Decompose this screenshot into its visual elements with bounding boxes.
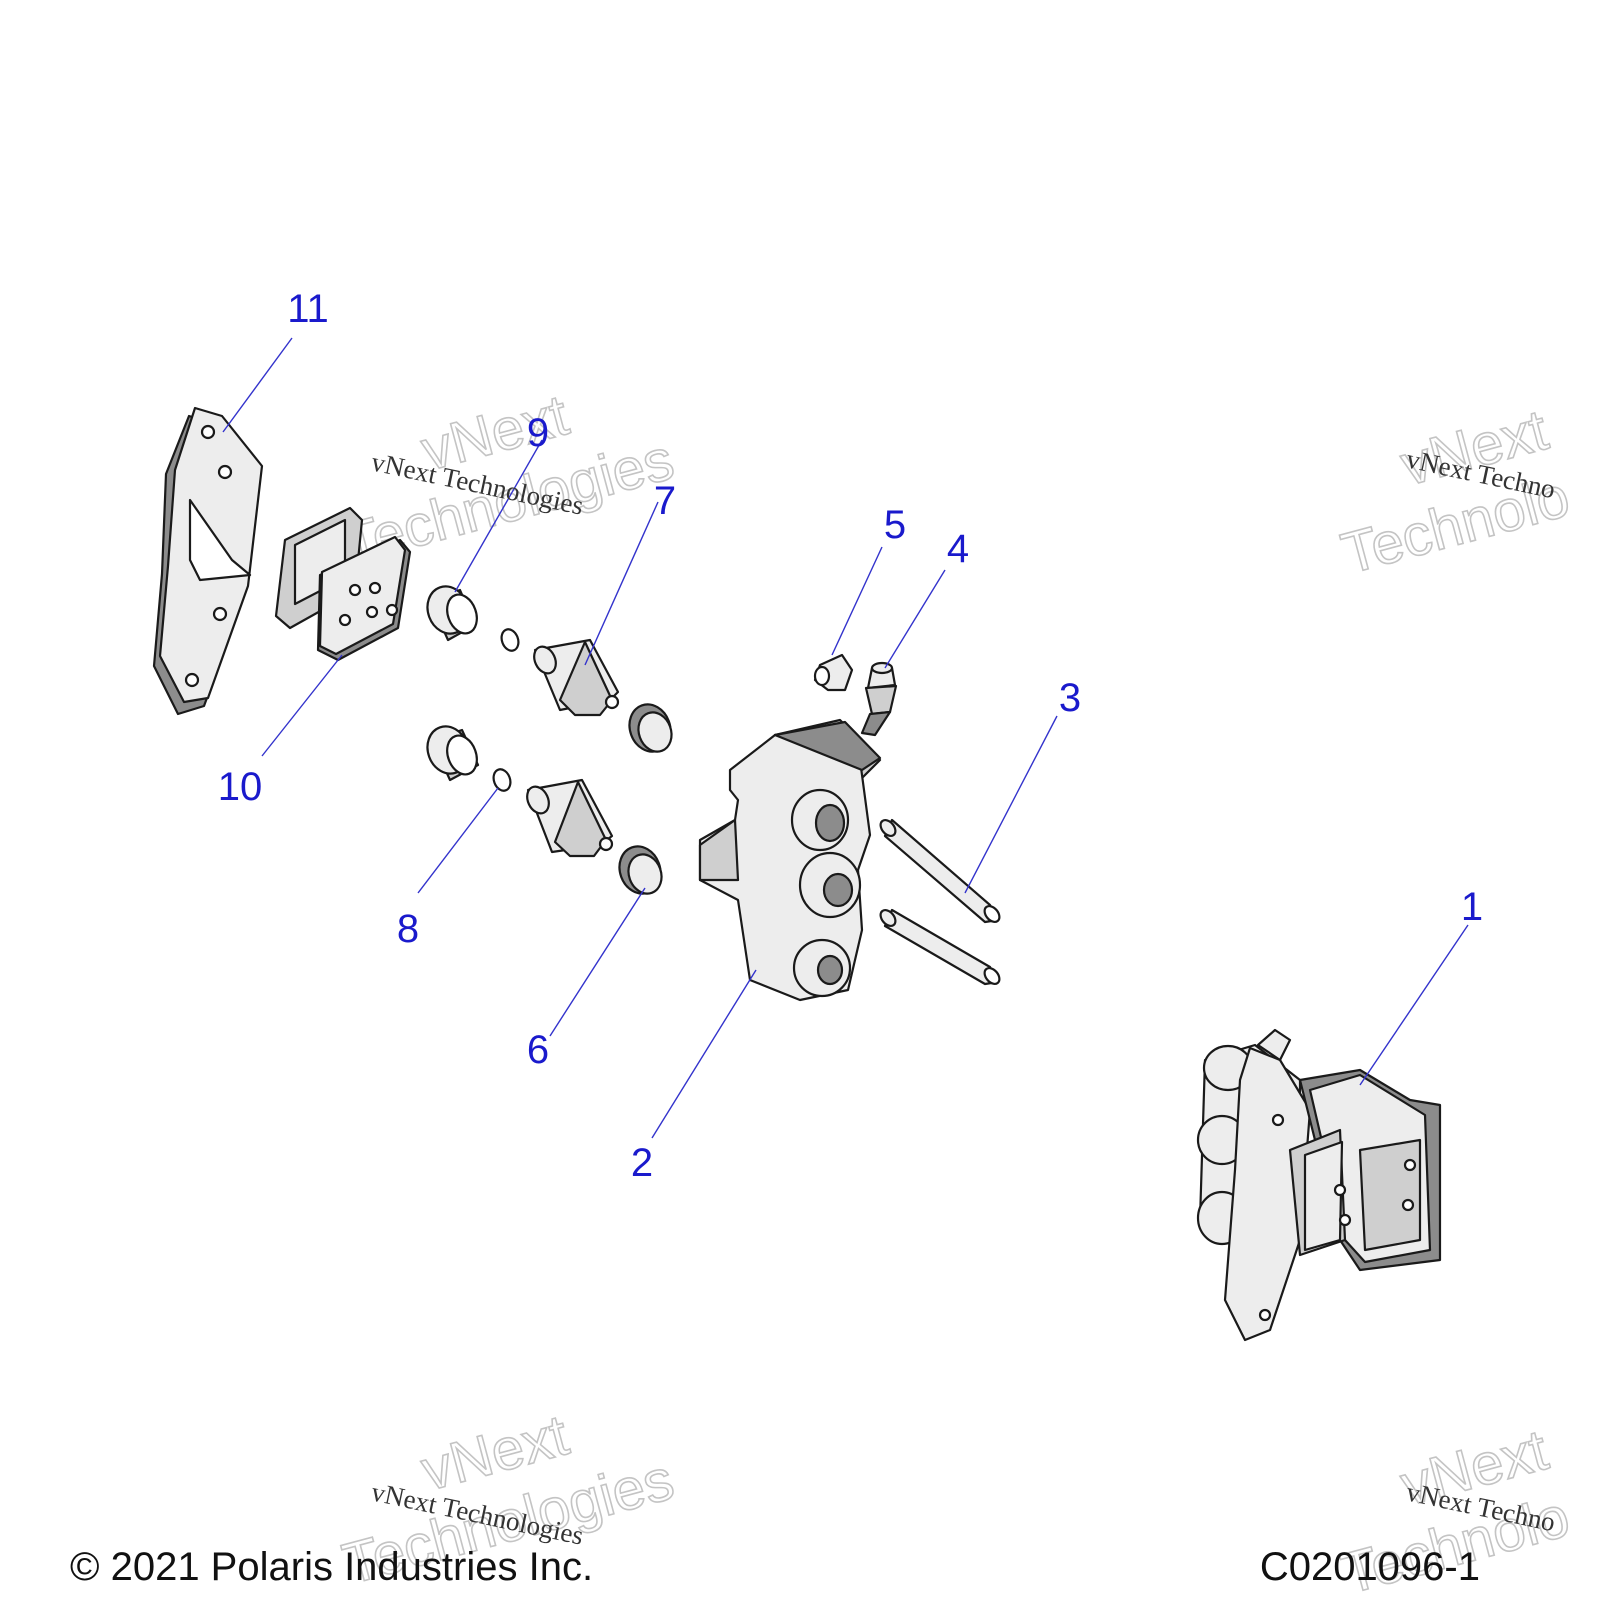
callout-9: 9 [527,411,549,455]
part-5-bleeder-cap [813,653,854,692]
callout-3: 3 [1059,676,1081,720]
callout-6: 6 [527,1028,549,1072]
leader-2 [651,969,757,1139]
part-9-sleeve-upper [426,585,478,642]
callout-2: 2 [631,1141,653,1185]
part-8-oring-lower [492,768,512,792]
part-10-brake-pads [274,506,412,662]
part-7-piston-upper [533,638,620,717]
leader-1 [1359,924,1469,1086]
callout-11: 11 [287,287,329,331]
part-4-bleeder-screw [860,661,898,737]
part-2-caliper-body [698,718,882,1002]
callout-8: 8 [397,907,419,951]
leader-5 [831,546,883,656]
part-piston-lower [526,778,614,858]
leader-7 [584,501,659,666]
callout-7: 7 [654,479,676,523]
part-3-slide-pin-lower [879,908,1001,986]
part-sleeve-lower [426,725,480,782]
copyright-notice: © 2021 Polaris Industries Inc. [70,1545,593,1589]
part-1-caliper-assembly [1196,1028,1442,1342]
callout-10: 10 [218,765,263,809]
part-oring-upper [500,628,520,652]
leader-4 [884,569,946,669]
leader-6 [549,887,646,1037]
drawing-number: C0201096-1 [1260,1545,1480,1589]
callout-5: 5 [884,503,906,547]
leader-8 [417,787,499,894]
leader-9 [454,439,543,593]
part-11-bracket [152,406,264,716]
leader-11 [222,337,293,433]
leader-3 [964,715,1058,894]
callout-1: 1 [1461,885,1483,929]
callout-4: 4 [947,527,969,571]
leader-10 [261,654,343,757]
part-6-cap-upper [628,703,673,753]
part-6-cap-lower [618,845,663,895]
part-3-slide-pin-upper [879,818,1001,924]
